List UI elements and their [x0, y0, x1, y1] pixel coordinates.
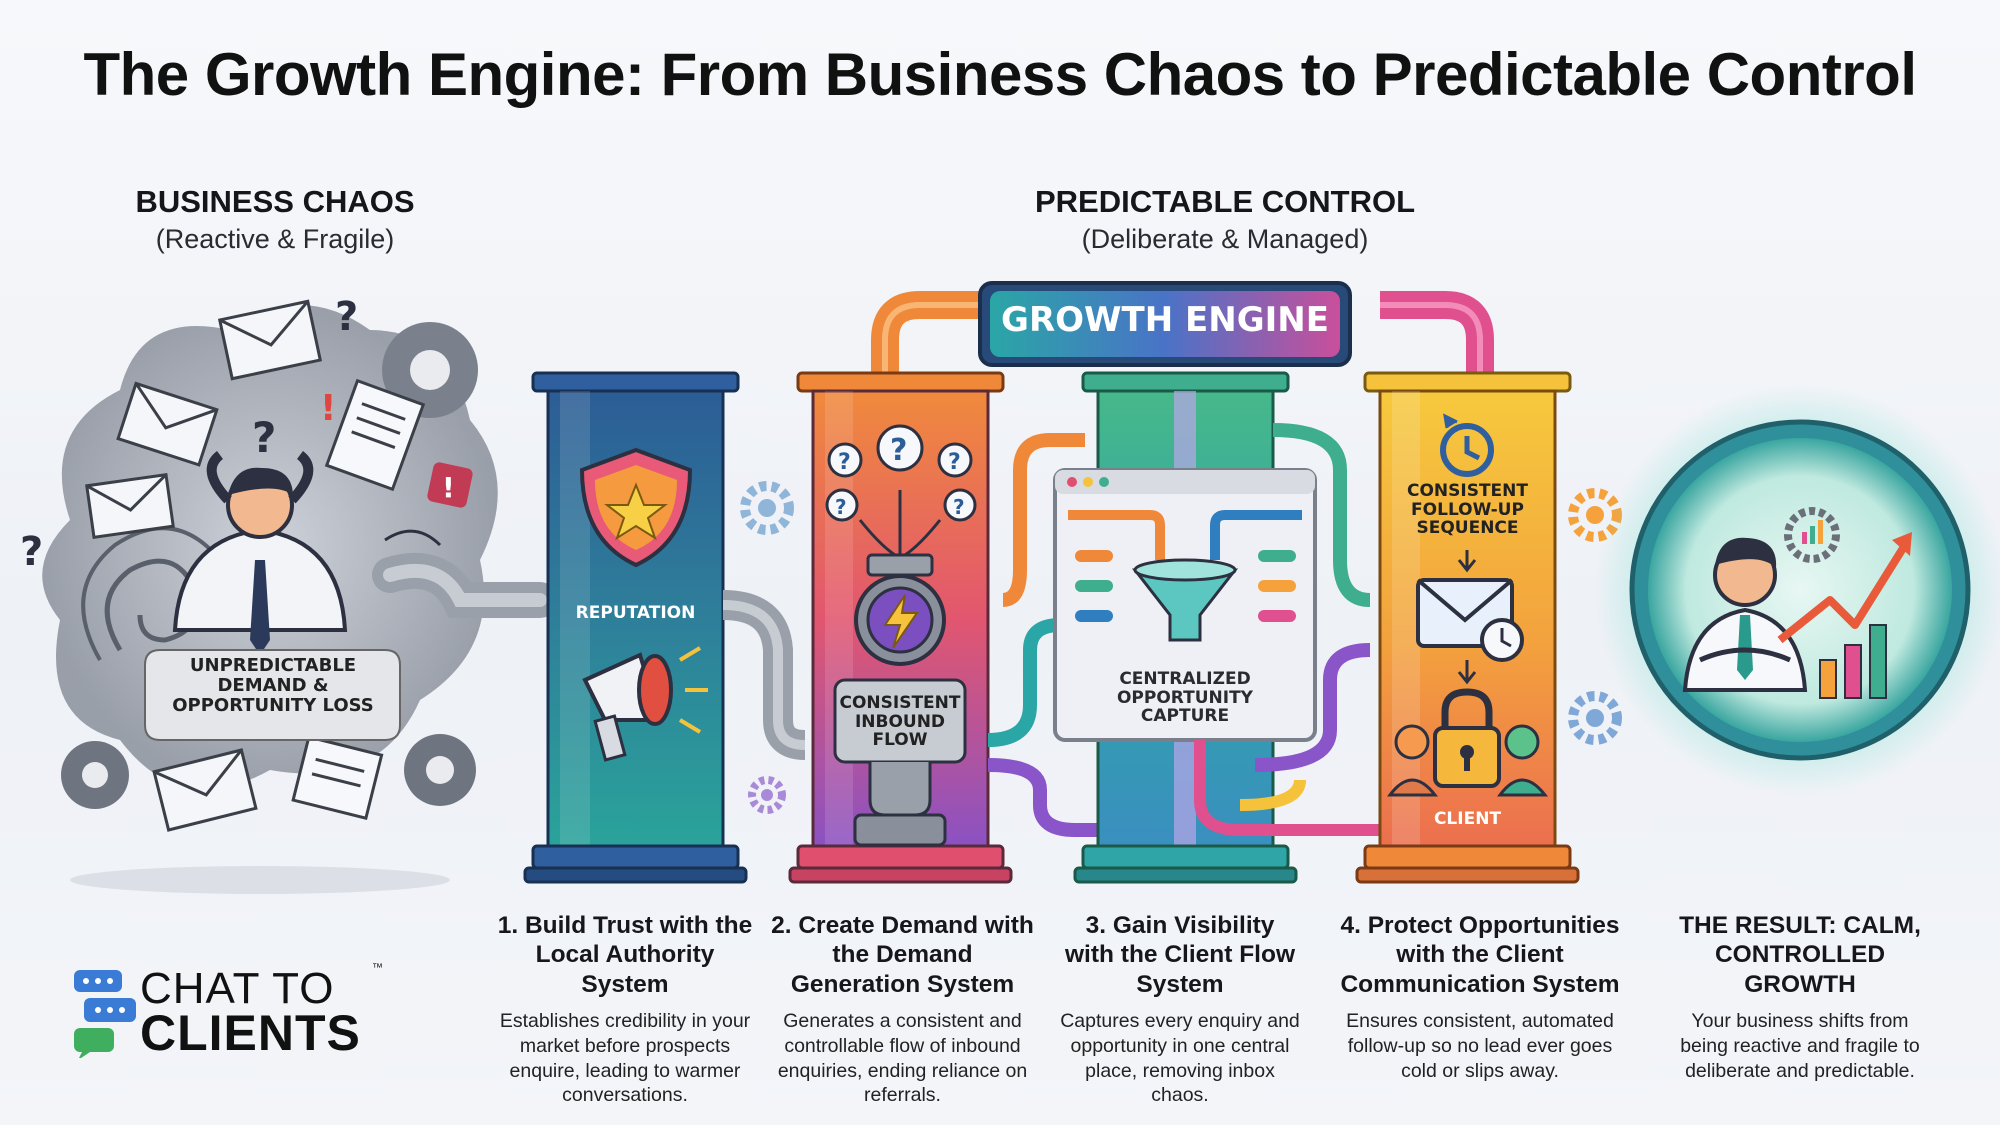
exclamation-icon: ! — [320, 388, 336, 429]
step-4-description: Ensures consistent, automated follow-up … — [1346, 1010, 1614, 1082]
chaos-subheading: (Reactive & Fragile) — [155, 224, 395, 254]
chaos-label: UNPREDICTABLE DEMAND & OPPORTUNITY LOSS — [172, 655, 374, 716]
page-title: The Growth Engine: From Business Chaos t… — [83, 41, 1917, 108]
chaos-heading: BUSINESS CHAOS — [135, 184, 415, 219]
opportunity-capture-label: CENTRALIZED OPPORTUNITY CAPTURE — [1116, 669, 1253, 727]
step-3-title: 3. Gain Visibility with the Client Flow … — [1064, 912, 1295, 998]
chat-to-clients-logo: CHAT TO CLIENTS ™ — [72, 962, 392, 1058]
step-3-description: Captures every enquiry and opportunity i… — [1060, 1010, 1300, 1107]
pillar-local-authority — [523, 371, 806, 884]
result-title: THE RESULT: CALM, CONTROLLED GROWTH — [1679, 912, 1921, 998]
alert-badge-icon: ! — [427, 462, 473, 508]
gear-icon — [748, 776, 786, 814]
question-mark-icon: ? — [335, 294, 358, 340]
growth-engine-title: GROWTH ENGINE — [1001, 300, 1329, 340]
client-label: CLIENT — [1433, 809, 1502, 829]
pillar-client-communication — [1355, 371, 1580, 884]
logo-line-1: CHAT TO — [140, 964, 335, 1013]
gear-icon — [1568, 691, 1622, 745]
gear-icon — [404, 734, 476, 806]
growth-engine-banner — [978, 281, 1352, 367]
valve-lightning-icon — [854, 553, 946, 666]
top-pipes — [871, 291, 1494, 380]
step-2-title: 2. Create Demand with the Demand Generat… — [771, 912, 1034, 998]
pillar-client-flow — [1053, 371, 1380, 884]
step-1-title: 1. Build Trust with the Local Authority … — [497, 912, 753, 998]
step-1-description: Establishes credibility in your market b… — [499, 1010, 751, 1107]
shield-star-icon — [579, 447, 693, 568]
predictable-control-heading: PREDICTABLE CONTROL (Deliberate & Manage… — [985, 184, 1465, 255]
result-circle — [1595, 385, 2000, 795]
svg-text:?: ? — [948, 450, 961, 475]
growth-chart-icon — [1777, 532, 1912, 699]
trademark-symbol: ™ — [372, 962, 383, 974]
svg-text:?: ? — [835, 495, 847, 519]
step-2-description: Generates a consistent and controllable … — [777, 1010, 1028, 1107]
gear-chart-icon — [1784, 507, 1840, 563]
padlock-icon — [1433, 688, 1501, 788]
gear-icon — [61, 741, 129, 809]
client-face-icon — [1504, 724, 1540, 760]
envelope-icon — [152, 748, 258, 832]
refresh-clock-icon — [1440, 413, 1494, 477]
app-window-icon — [1053, 468, 1317, 742]
pillar-demand-generation: ? ? ? ? ? — [788, 371, 1100, 884]
gear-icon — [740, 481, 794, 535]
gear-icon — [382, 322, 478, 418]
logo-line-2: CLIENTS — [140, 1004, 361, 1061]
envelope-icon — [85, 472, 175, 540]
envelope-icon — [116, 381, 219, 467]
step-4-title: 4. Protect Opportunities with the Client… — [1340, 912, 1620, 998]
control-subheading: (Deliberate & Managed) — [1081, 224, 1369, 254]
document-icon — [291, 735, 384, 821]
svg-text:?: ? — [838, 450, 851, 475]
envelope-clock-icon — [1416, 578, 1524, 662]
chaos-cluster: ? ? ? ! ! — [20, 294, 558, 894]
logo-wordmark: CHAT TO CLIENTS — [140, 964, 361, 1061]
calm-person-icon — [1682, 537, 1808, 692]
business-chaos-heading: BUSINESS CHAOS (Reactive & Fragile) — [110, 184, 440, 255]
svg-text:!: ! — [442, 471, 455, 504]
document-icon — [324, 378, 426, 492]
svg-text:?: ? — [890, 433, 907, 468]
result-description: Your business shifts from being reactive… — [1680, 1010, 1920, 1082]
envelope-icon — [217, 299, 323, 381]
inbound-flow-label: CONSISTENT INBOUND FLOW — [839, 693, 961, 751]
megaphone-icon — [582, 646, 708, 762]
svg-text:?: ? — [953, 495, 965, 519]
chat-bubbles-icon — [74, 970, 136, 1058]
reputation-label: REPUTATION — [575, 603, 696, 623]
stressed-person-icon — [172, 451, 348, 655]
client-face-icon — [1394, 724, 1430, 760]
control-heading: PREDICTABLE CONTROL — [1034, 184, 1416, 219]
question-mark-icon: ? — [252, 413, 276, 462]
follow-up-sequence-label: CONSISTENT FOLLOW-UP SEQUENCE — [1406, 481, 1528, 539]
question-mark-icon: ? — [20, 529, 43, 575]
speech-question-icon: ? ? ? ? ? — [825, 424, 977, 522]
